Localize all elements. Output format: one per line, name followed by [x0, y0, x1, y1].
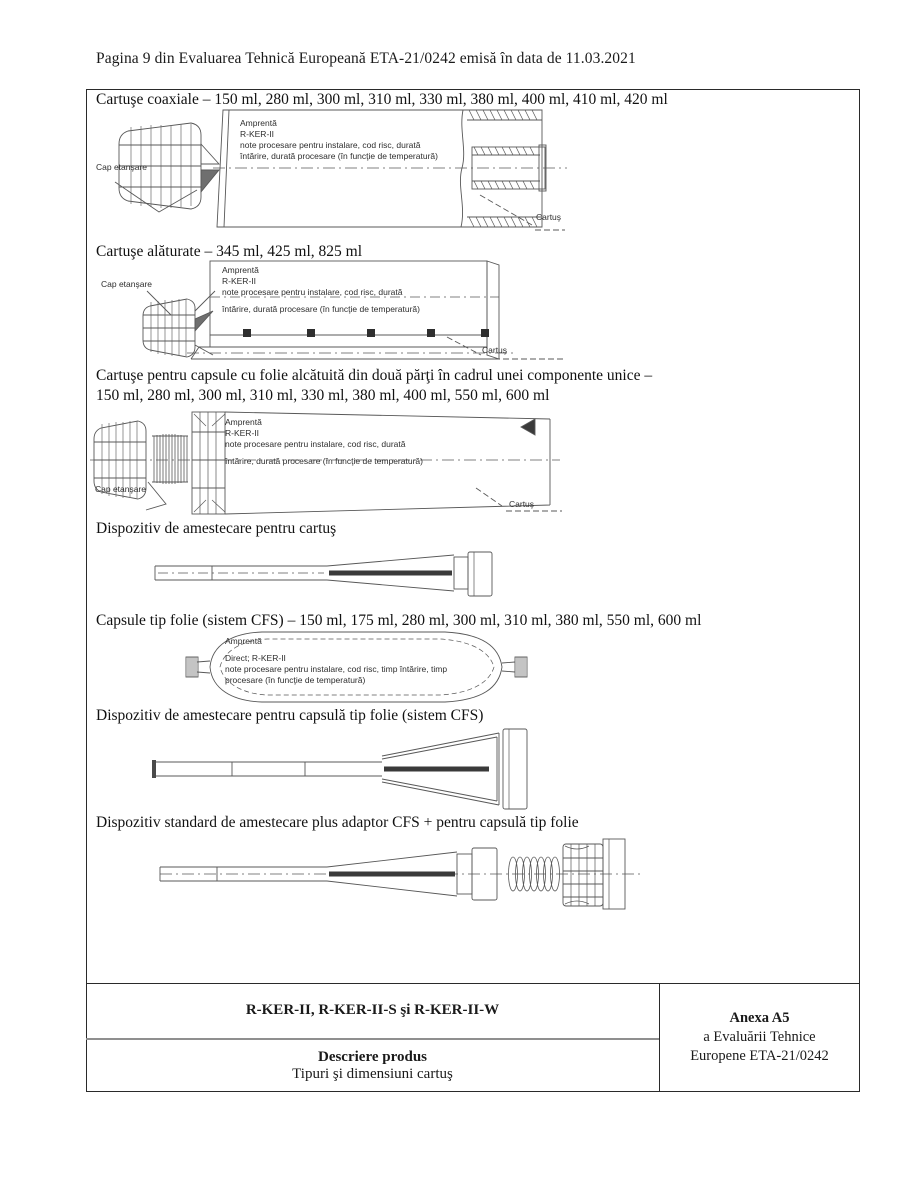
note-line2: întărire, durată procesare (în funcţie d…: [240, 151, 438, 161]
foil-two-part-title-line2: 150 ml, 280 ml, 300 ml, 310 ml, 330 ml, …: [96, 387, 550, 404]
foil-two-part-title-line1: Cartuşe pentru capsule cu folie alcătuit…: [96, 367, 653, 384]
annex-title: Anexa A5: [729, 1010, 790, 1026]
section-title-cartridge-mixer: Dispozitiv de amestecare pentru cartuş: [96, 520, 337, 537]
note-line1: note procesare pentru instalare, cod ris…: [222, 287, 403, 297]
page-header: Pagina 9 din Evaluarea Tehnică Europeană…: [96, 50, 636, 67]
imprint-label: Amprentă: [240, 118, 277, 128]
cartridge-label: Cartuş: [509, 499, 535, 509]
cartridge-mixer-drawing: [154, 551, 493, 597]
section-title-coaxial: Cartuşe coaxiale – 150 ml, 280 ml, 300 m…: [96, 91, 668, 108]
cap-seal-label: Cap etanşare: [96, 162, 148, 172]
side-by-side-cartridge-figure: Cap etanşare Cartuş Amprentă R-KER-II no…: [95, 255, 575, 367]
product-code-label: R-KER-II: [240, 129, 274, 139]
direct-code-label: Direct; R-KER-II: [225, 653, 286, 663]
imprint-text-block: Amprentă R-KER-II note procesare pentru …: [225, 417, 423, 467]
imprint-text-block: Amprentă R-KER-II note procesare pentru …: [222, 265, 420, 315]
section-title-foil-capsules: Capsule tip folie (sistem CFS) – 150 ml,…: [96, 612, 702, 629]
coaxial-cartridge-drawing: [114, 109, 567, 231]
cfs-note-line2: procesare (în funcţie de temperatură): [225, 675, 366, 685]
section-title-standard-mixer-adapter: Dispozitiv standard de amestecare plus a…: [96, 814, 579, 831]
section-title-side-by-side: Cartuşe alăturate – 345 ml, 425 ml, 825 …: [96, 243, 363, 260]
cfs-mixer-drawing: [152, 728, 528, 810]
imprint-label: Amprentă: [225, 636, 262, 646]
footer-annex-cell: Anexa A5 a Evaluării Tehnice Europene ET…: [659, 983, 859, 1091]
coaxial-cartridge-figure: Cap etanşare Cartuş Amprentă R-KER-II no…: [95, 100, 595, 245]
side-by-side-cartridge-drawing: [142, 260, 563, 360]
standard-mixer-adapter-drawing: [159, 838, 643, 910]
cap-seal-label: Cap etanşare: [101, 279, 153, 289]
note-line2: întărire, durată procesare (în funcţie d…: [222, 304, 420, 314]
footer-product-names: R-KER-II, R-KER-II-S şi R-KER-II-W: [86, 983, 659, 1037]
footer-description-cell: Descriere produs Tipuri şi dimensiuni ca…: [86, 1038, 659, 1092]
foil-capsule-cartridge-figure: Cap etanşare Cartuş Amprentă R-KER-II no…: [88, 406, 573, 520]
note-line2: întărire, durată procesare (în funcţie d…: [225, 456, 423, 466]
cfs-note-line1: note procesare pentru instalare, cod ris…: [225, 664, 448, 674]
imprint-label: Amprentă: [225, 417, 262, 427]
foil-capsule-drawing: [185, 631, 528, 703]
standard-mixer-adapter-figure: [157, 838, 647, 916]
cartridge-label: Cartuş: [482, 345, 508, 355]
description-title: Descriere produs: [317, 1049, 427, 1065]
cartridge-label: Cartuş: [536, 212, 562, 222]
annex-line3: Europene ETA-21/0242: [690, 1048, 829, 1064]
cap-seal-label: Cap etanşare: [95, 484, 147, 494]
cfs-mixer-figure: [147, 725, 537, 813]
section-title-cfs-mixer: Dispozitiv de amestecare pentru capsulă …: [96, 707, 484, 724]
product-names-text: R-KER-II, R-KER-II-S şi R-KER-II-W: [245, 1002, 500, 1018]
product-code-label: R-KER-II: [222, 276, 256, 286]
foil-capsule-figure: Amprentă Direct; R-KER-II note procesare…: [182, 626, 532, 706]
note-line1: note procesare pentru instalare, cod ris…: [225, 439, 406, 449]
section-title-foil-two-part: Cartuşe pentru capsule cu folie alcătuit…: [96, 366, 836, 406]
imprint-label: Amprentă: [222, 265, 259, 275]
cartridge-mixer-figure: [152, 550, 497, 602]
annex-line2: a Evaluării Tehnice: [703, 1029, 816, 1045]
product-code-label: R-KER-II: [225, 428, 259, 438]
note-line1: note procesare pentru instalare, cod ris…: [240, 140, 421, 150]
foil-capsule-cartridge-drawing: [90, 411, 562, 515]
content-border-box: [86, 89, 860, 1092]
imprint-text-block: Amprentă R-KER-II note procesare pentru …: [240, 118, 438, 162]
description-subtitle: Tipuri şi dimensiuni cartuş: [292, 1066, 453, 1082]
cfs-imprint-text-block: Direct; R-KER-II note procesare pentru i…: [225, 653, 447, 686]
